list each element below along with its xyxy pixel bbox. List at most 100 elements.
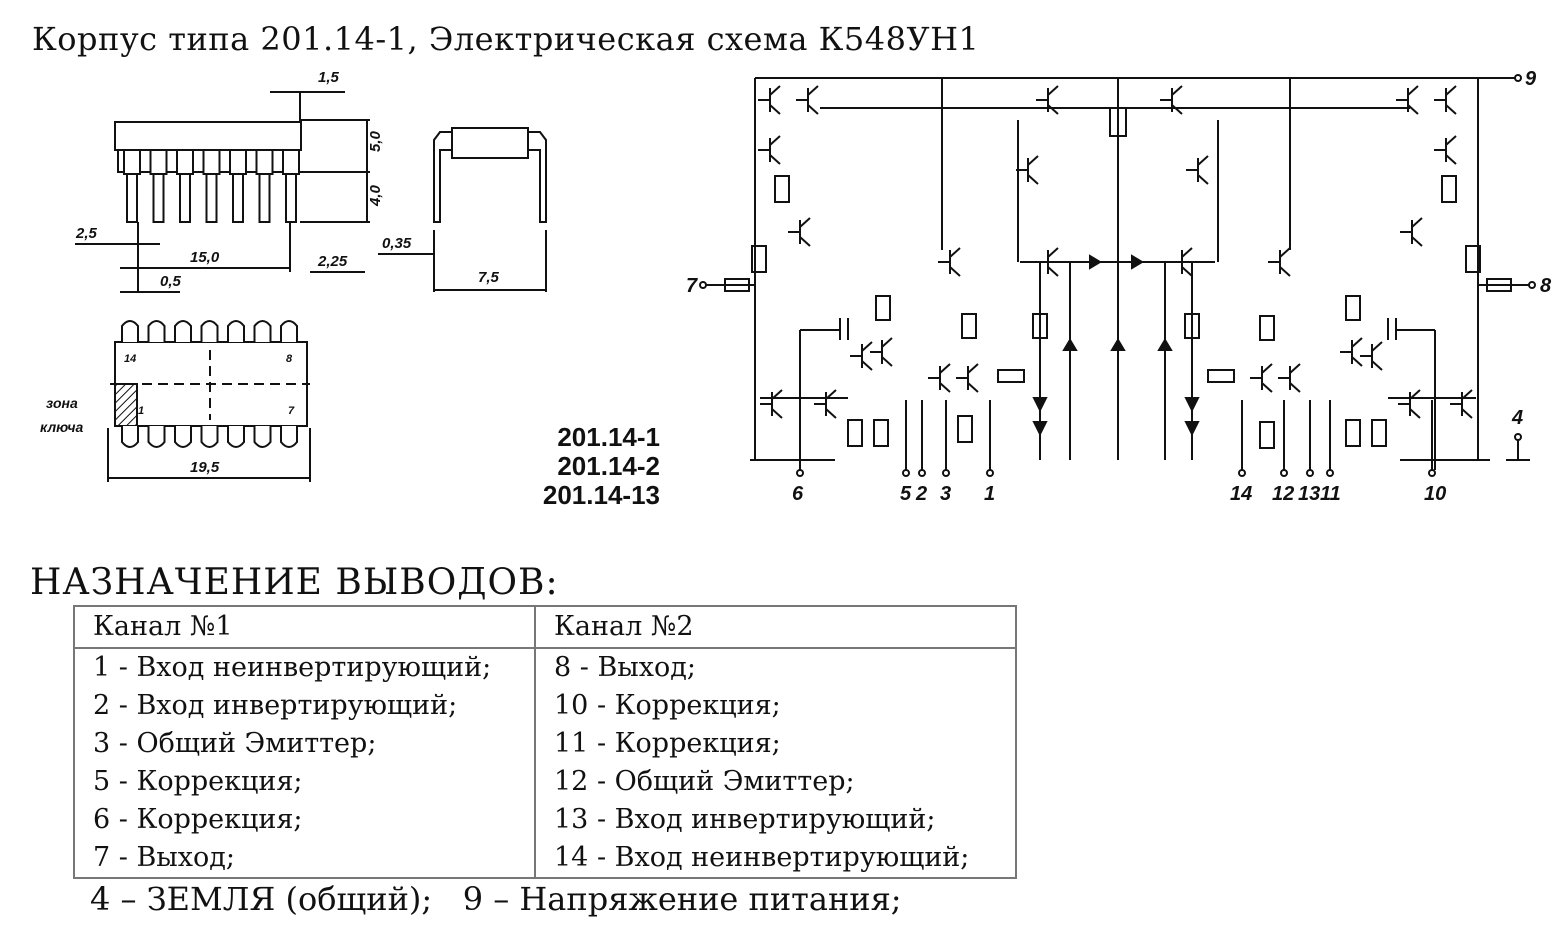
package-lead <box>176 149 194 175</box>
transistor-symbol <box>928 363 951 393</box>
pin-marker: 7 <box>288 405 295 417</box>
dim-label: 4,0 <box>367 184 384 207</box>
transistor-symbol <box>1340 337 1363 367</box>
table-cell: 5 - Коррекция; <box>73 763 536 801</box>
table-row: 7 - Выход; 14 - Вход неинвертирующий; <box>73 839 1017 878</box>
dim-label: 0,5 <box>160 273 182 290</box>
package-pin-top <box>200 320 219 342</box>
transistor-symbol <box>1278 363 1301 393</box>
package-pin-bottom <box>280 426 298 448</box>
table-cell: 1 - Вход неинвертирующий; <box>73 648 536 687</box>
package-variant: 201.14-2 <box>557 451 660 481</box>
package-lead-tail <box>126 173 138 223</box>
pin-terminal <box>1326 469 1334 477</box>
schematic <box>699 74 1536 477</box>
transistor-symbol <box>1434 85 1457 115</box>
package-variant: 201.14-1 <box>557 422 660 452</box>
package-pin-bottom <box>253 426 272 448</box>
package-lead <box>229 149 247 175</box>
package-pin-bottom <box>227 426 245 448</box>
transistor-symbol <box>758 135 781 165</box>
schematic-pin-label: 8 <box>1540 275 1552 297</box>
package-pin-top <box>147 320 166 342</box>
pin-terminal <box>986 469 994 477</box>
schematic-pin-label: 9 <box>1525 68 1537 90</box>
transistor-symbol <box>788 217 811 247</box>
pin-assignment-table: Канал №1 Канал №2 1 - Вход неинвертирующ… <box>73 605 1017 879</box>
package-lead <box>255 149 274 175</box>
package-lead-tail <box>205 173 218 223</box>
package-lead-tail <box>258 173 271 223</box>
transistor-symbol <box>1036 85 1059 115</box>
pin-marker: 1 <box>138 405 144 417</box>
table-cell: 10 - Коррекция; <box>534 687 1017 725</box>
column-header: Канал №2 <box>534 606 1017 649</box>
footer-note: 4 – ЗЕМЛЯ (общий); 9 – Напряжение питани… <box>90 880 902 918</box>
transistor-symbol <box>1036 247 1059 277</box>
table-cell: 3 - Общий Эмиттер; <box>73 725 536 763</box>
transistor-symbol <box>1434 135 1457 165</box>
table-row: 2 - Вход инвертирующий; 10 - Коррекция; <box>73 687 1017 725</box>
transistor-symbol <box>1396 85 1419 115</box>
dim-label: 5,0 <box>367 130 384 152</box>
table-cell: 12 - Общий Эмиттер; <box>534 763 1017 801</box>
dim-label: 15,0 <box>190 249 220 266</box>
package-pin-top <box>280 320 298 342</box>
package-pin-bottom <box>121 426 139 448</box>
pin-terminal <box>918 469 926 477</box>
package-pin-top <box>121 320 139 342</box>
schematic-pin-label: 2 <box>915 483 927 505</box>
table-row: 6 - Коррекция; 13 - Вход инвертирующий; <box>73 801 1017 839</box>
transistor-symbol <box>814 389 837 419</box>
key-zone-label: ключа <box>40 419 84 435</box>
package-lead <box>123 149 141 175</box>
package-lead-tail <box>232 173 244 223</box>
table-cell: 14 - Вход неинвертирующий; <box>534 839 1017 878</box>
package-pin-bottom <box>200 426 219 448</box>
table-cell: 8 - Выход; <box>534 648 1017 687</box>
transistor-symbol <box>1170 247 1193 277</box>
transistor-symbol <box>1360 341 1383 371</box>
package-lead-tail <box>285 173 297 223</box>
package-pin-top <box>253 320 272 342</box>
transistor-symbol <box>956 363 979 393</box>
pin-terminal <box>942 469 950 477</box>
pin-terminal <box>1428 469 1436 477</box>
transistor-symbol <box>1160 85 1183 115</box>
pin-terminal <box>902 469 910 477</box>
page-title: Корпус типа 201.14-1, Электрическая схем… <box>32 20 980 58</box>
schematic-pin-label: 11 <box>1320 483 1341 505</box>
dim-label: 1,5 <box>318 69 340 86</box>
schematic-pin-label: 1 <box>984 483 995 505</box>
table-cell: 7 - Выход; <box>73 839 536 878</box>
pin-marker: 8 <box>286 353 293 365</box>
pin-terminal <box>1306 469 1314 477</box>
package-lead <box>202 149 221 175</box>
key-zone-label: зона <box>46 395 78 411</box>
transistor-symbol <box>1400 217 1423 247</box>
column-header: Канал №1 <box>73 606 536 649</box>
transistor-symbol <box>870 337 893 367</box>
schematic-pin-label: 4 <box>1511 407 1523 429</box>
transistor-symbol <box>760 389 783 419</box>
table-row: 3 - Общий Эмиттер; 11 - Коррекция; <box>73 725 1017 763</box>
dim-label: 7,5 <box>478 269 500 286</box>
diagram-drawing: 1,5 5,0 4,0 2,5 15,0 2,25 0,5 0,35 7,5 1… <box>40 68 1552 510</box>
transistor-symbol <box>1016 155 1039 185</box>
schematic-pin-label: 6 <box>792 483 804 505</box>
package-lead <box>282 149 300 175</box>
pins-heading: НАЗНАЧЕНИЕ ВЫВОДОВ: <box>30 562 559 603</box>
pin-terminal <box>796 469 804 477</box>
table-cell: 11 - Коррекция; <box>534 725 1017 763</box>
table-cell: 13 - Вход инвертирующий; <box>534 801 1017 839</box>
transistor-symbol <box>758 85 781 115</box>
package-lead-tail <box>152 173 165 223</box>
schematic-pin-label: 13 <box>1298 483 1320 505</box>
package-drawing <box>75 91 547 482</box>
schematic-pin-label: 5 <box>900 483 912 505</box>
dim-label: 19,5 <box>190 459 220 476</box>
package-pin-bottom <box>174 426 192 448</box>
package-variant: 201.14-13 <box>543 480 660 510</box>
transistor-symbol <box>1450 389 1473 419</box>
package-pin-top <box>174 320 192 342</box>
